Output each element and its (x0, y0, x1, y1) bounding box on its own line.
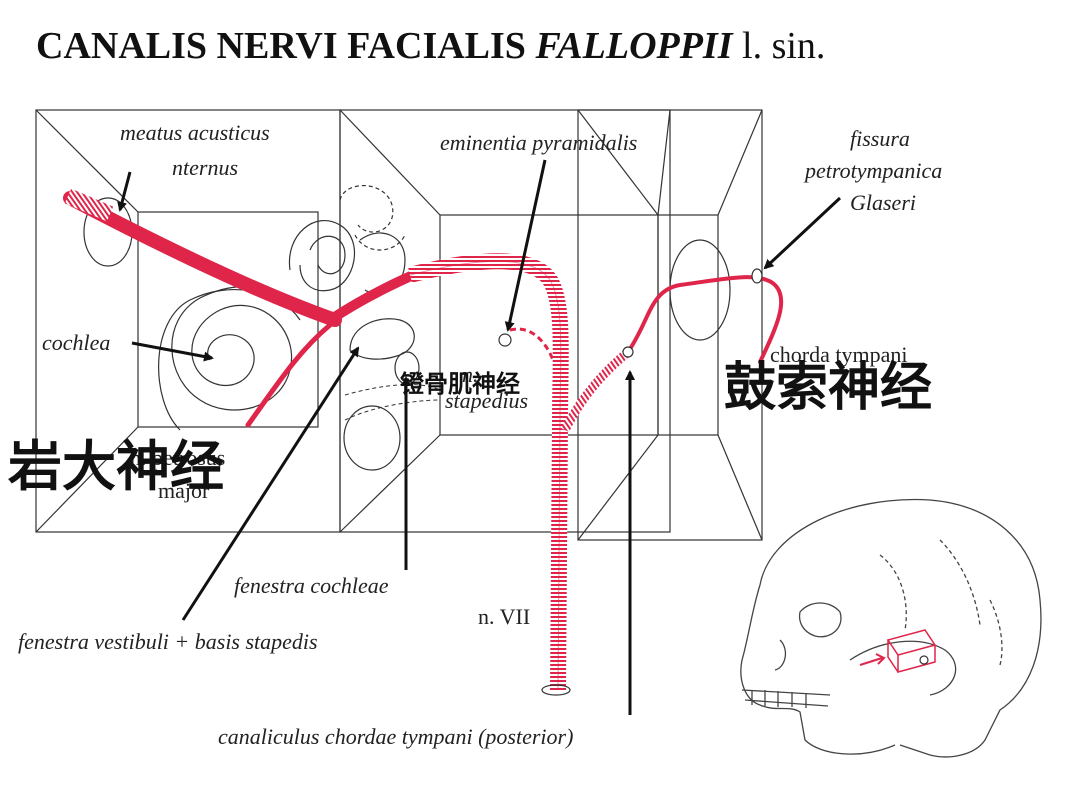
box-right (577, 109, 763, 541)
skull-sketch (740, 498, 1042, 758)
diagram-title: CANALIS NERVI FACIALIS FALLOPPII l. sin. (36, 24, 825, 68)
label-n-stapedius: n. (462, 362, 479, 387)
label-eminentia: eminentia pyramidalis (440, 130, 637, 155)
title-side: l. sin. (742, 25, 826, 67)
label-petrosus: n. petrosus (130, 445, 225, 470)
label-meatus-1: meatus acusticus (120, 120, 270, 145)
right-ellipse-1 (669, 239, 731, 341)
semicircular-canals (288, 220, 355, 292)
cochlea-spiral (171, 286, 293, 411)
pointer-arrows (117, 159, 842, 715)
annotation-petrosal-cn: 岩大神经 (8, 435, 224, 498)
facial-nerve-proximal (63, 191, 342, 327)
facial-nerve-labyrinthine (325, 267, 425, 325)
label-fissura-3: Glaseri (850, 190, 916, 215)
dashed-cavity (344, 384, 441, 421)
chorda-tympani-nerve (626, 275, 784, 364)
label-chorda: chorda tympani (770, 342, 907, 367)
label-major: major (158, 478, 210, 503)
label-canaliculus: canaliculus chordae tympani (posterior) (218, 724, 573, 749)
skull-ear-mark (919, 655, 929, 665)
semicircular-dashed (339, 185, 406, 251)
label-fissura-1: fissura (850, 126, 910, 151)
cochlea-outline (158, 289, 301, 431)
stapedius-nerve (509, 327, 555, 361)
eminentia-point (498, 333, 512, 347)
lower-ring (343, 405, 401, 471)
greater-petrosal-nerve (245, 322, 333, 428)
label-meatus-2: nternus (172, 155, 238, 180)
skull-temporal-box (859, 629, 937, 673)
label-fenestra-cochleae: fenestra cochleae (234, 573, 389, 598)
facial-nerve-tympanic-outline (409, 260, 562, 691)
annotation-chorda-cn: 鼓索神经 (724, 358, 932, 418)
label-cochlea: cochlea (42, 330, 110, 355)
fenestra-vestibuli-shape (349, 318, 415, 360)
title-italic: FALLOPPII (535, 25, 733, 67)
label-fenestra-vestibuli: fenestra vestibuli + basis stapedis (18, 629, 318, 654)
nerve-end-stylomastoid (541, 684, 571, 696)
title-main: CANALIS NERVI FACIALIS (36, 25, 526, 67)
facial-nerve-proximal-striped (64, 188, 114, 222)
label-fissura-2: petrotympanica (803, 158, 942, 183)
label-n-vii: n. VII (478, 604, 530, 629)
chorda-tympani-canal (560, 348, 631, 433)
fissura-point (751, 268, 763, 284)
chorda-exit (622, 346, 634, 358)
label-stapedius: stapedius (445, 388, 528, 413)
box-middle (339, 109, 671, 533)
annotation-stapedius-cn: 镫骨肌神经 (400, 370, 520, 398)
